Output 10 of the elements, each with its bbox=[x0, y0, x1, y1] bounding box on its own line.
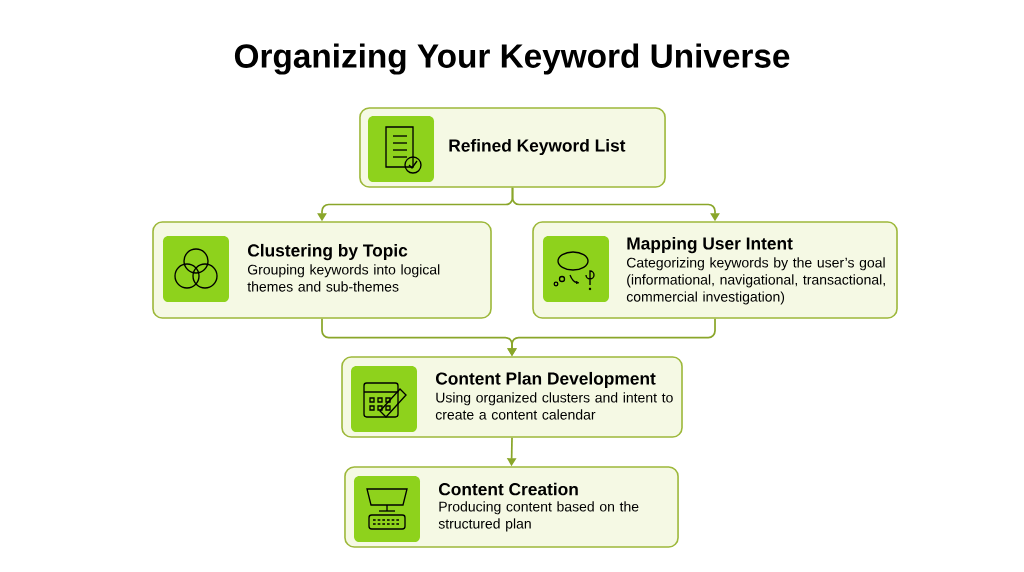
title: Organizing Your Keyword Universe bbox=[234, 43, 790, 75]
step-heading: Content Plan Development bbox=[436, 371, 656, 389]
step-description: Categorizing keywords by the user’s goal (informational, navigational, transactional, commercial investigation) bbox=[626, 257, 885, 305]
step-heading: Clustering by Topic bbox=[248, 243, 408, 261]
step-heading: Mapping User Intent bbox=[627, 236, 793, 254]
step-heading: Refined Keyword List bbox=[449, 138, 626, 156]
step-description: Grouping keywords into logical themes and sub-themes bbox=[247, 264, 440, 292]
step-heading: Content Creation bbox=[439, 482, 578, 496]
step-description: Using organized clusters and intent to create a content calendar bbox=[435, 392, 673, 420]
step-description: Producing content based on the structured plan bbox=[438, 501, 639, 532]
